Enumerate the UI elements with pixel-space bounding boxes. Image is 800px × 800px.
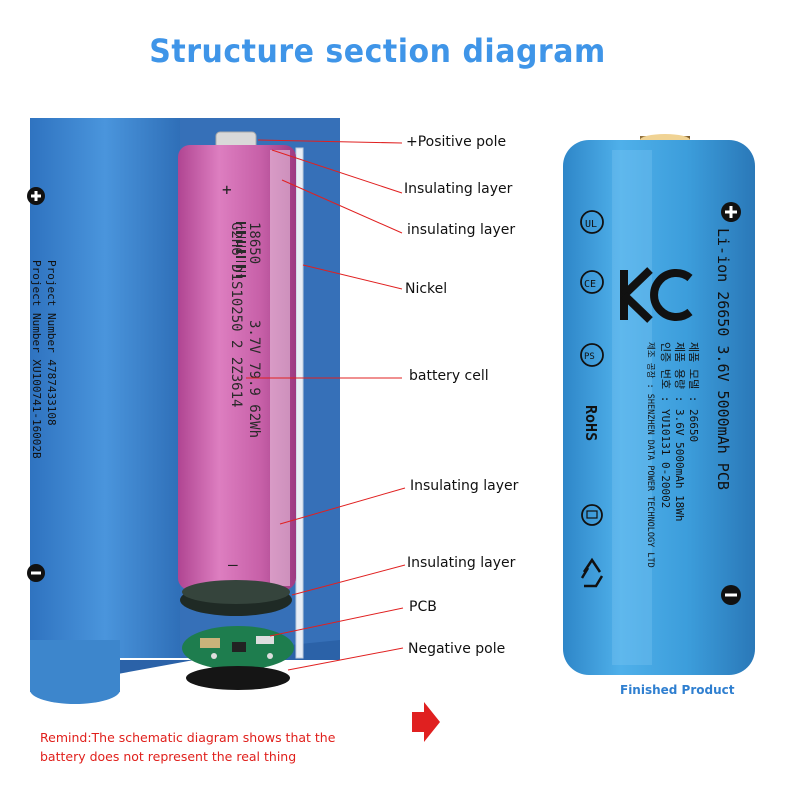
label-battery-cell: battery cell xyxy=(409,368,489,384)
inner-cell-barcode xyxy=(236,222,246,277)
inner-cell-minus: – xyxy=(228,555,238,574)
product-korean-line-2: 제품 용량 : 3.6V 5000mAh 18Wh xyxy=(673,342,686,522)
right-arrow-icon xyxy=(412,702,440,742)
label-insulating-layer-3: Insulating layer xyxy=(410,478,519,494)
label-negative-pole: Negative pole xyxy=(408,641,506,657)
nickel-strip xyxy=(295,147,304,659)
ul-mark-icon: UL xyxy=(580,210,604,234)
pcb-board xyxy=(182,626,294,670)
callout-lines xyxy=(246,139,406,671)
product-minus-icon xyxy=(721,585,741,605)
remind-note: Remind:The schematic diagram shows that … xyxy=(40,730,336,764)
rohs-mark: RoHS xyxy=(582,405,600,441)
product-plus-icon xyxy=(721,202,741,222)
ce-mark-icon: CE xyxy=(580,270,604,294)
recycle-icon xyxy=(580,557,604,588)
pse-mark-icon: PS xyxy=(580,343,604,367)
finished-product-label: Finished Product xyxy=(620,683,735,697)
label-nickel: Nickel xyxy=(405,281,448,297)
svg-text:PS: PS xyxy=(584,352,595,362)
finished-battery xyxy=(563,134,755,675)
wrap-plus-icon xyxy=(27,187,45,205)
svg-text:UL: UL xyxy=(585,219,597,230)
wrap-minus-icon xyxy=(27,564,45,582)
product-korean-line-4: 제조 공장 : SHENZHEN DATA POWER TECHNOLOGY L… xyxy=(645,342,656,568)
ce-mark-text: CE xyxy=(584,279,596,290)
inner-cell-line-3: G2H6 D1S10250 2 2Z3614 xyxy=(228,222,244,407)
battery-sign-icon xyxy=(581,504,603,526)
page-title: Structure section diagram xyxy=(149,32,606,71)
inner-cell-line-1: 18650 xyxy=(246,222,262,264)
label-insulating-layer-4: Insulating layer xyxy=(407,555,516,571)
wrap-project-line-2: Project Number XU100741-16002B xyxy=(30,260,43,459)
product-korean-line-3: 인증 번호 : YU10131 0-20002 xyxy=(659,342,672,508)
label-pcb: PCB xyxy=(409,599,437,615)
inner-cell-plus: + xyxy=(222,180,232,199)
product-korean-line-1: 제품 모델 : 26650 xyxy=(687,342,700,442)
inner-cell-line-2: 3.7V 79.9 62Wh xyxy=(246,320,262,438)
negative-pole-disc xyxy=(186,666,290,690)
label-positive-pole: +Positive pole xyxy=(406,134,507,150)
wrap-project-line-1: Project Number 4787433108 xyxy=(45,260,58,426)
insulating-ring-top xyxy=(182,580,290,604)
label-insulating-layer-2: insulating layer xyxy=(407,222,516,238)
kc-mark-icon xyxy=(620,267,693,323)
inner-battery-cell xyxy=(178,131,296,590)
product-spec-line: Li-ion 26650 3.6V 5000mAh PCB xyxy=(714,228,732,490)
label-insulating-layer-1: Insulating layer xyxy=(404,181,513,197)
